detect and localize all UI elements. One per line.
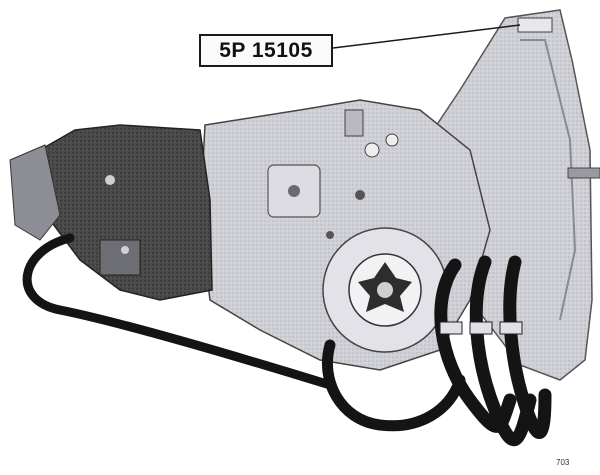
front-cover [322,227,448,353]
part-number-label: 5P 15105 [219,38,313,62]
cooler-hoses [22,233,552,446]
figure-number: 703 [556,458,570,467]
part-number-callout: 5P 15105 [199,34,333,67]
extension-housing [9,124,213,301]
hose-clamps [439,321,523,335]
callout-leader-line [332,24,521,49]
